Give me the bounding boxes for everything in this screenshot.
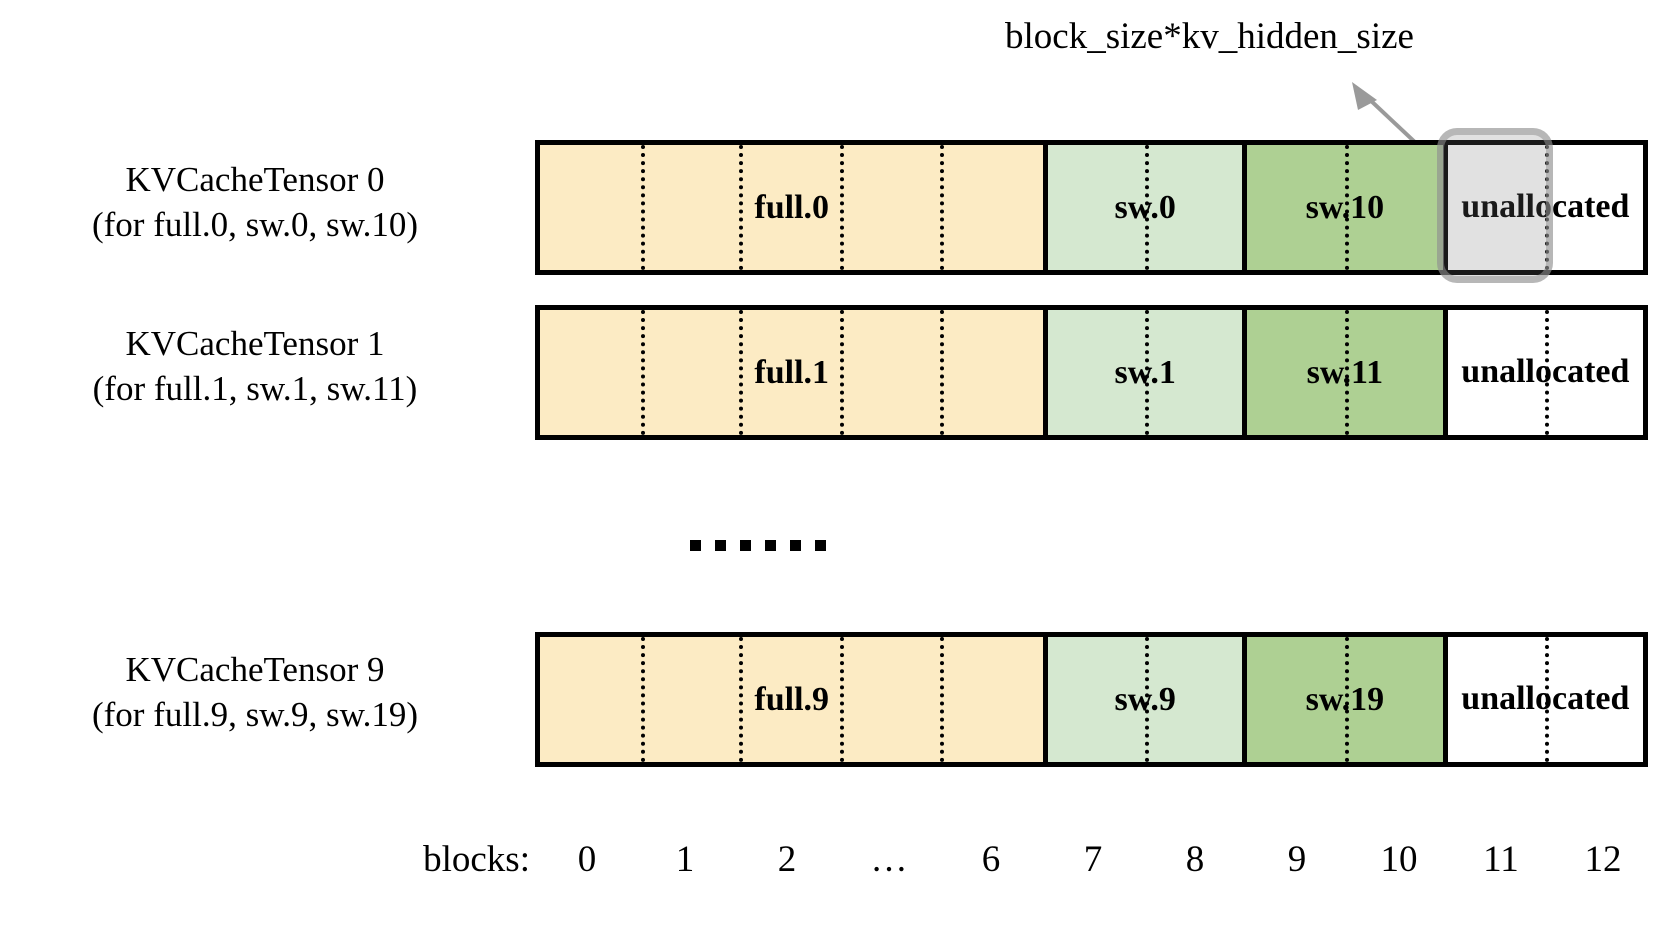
annotation-label: block_size*kv_hidden_size [1005,16,1414,57]
block-divider [640,637,645,762]
segment-sw-light-0-label: sw.0 [1114,188,1176,226]
axis-tick-8: 10 [1380,839,1418,880]
row-label-0-line2: (for full.0, sw.0, sw.10) [92,204,418,244]
axis-title: blocks: [423,839,530,880]
row-label-1-line1: KVCacheTensor 1 [125,324,385,363]
row-label-9-line2: (for full.9, sw.9, sw.19) [92,694,418,734]
block-divider [1344,145,1349,270]
segment-sw-dark-1[interactable]: sw.11 [1247,310,1448,435]
block-divider [839,145,844,270]
block-divider [940,145,945,270]
segment-unallocated-9[interactable]: unallocated [1447,637,1643,762]
axis-tick-10: 12 [1584,839,1622,880]
row-label-0-line1: KVCacheTensor 0 [125,160,385,199]
segment-full-0[interactable]: full.0 [540,145,1049,270]
block-divider [640,310,645,435]
segment-sw-dark-0[interactable]: sw.10 [1247,145,1448,270]
segment-sw-light-9-label: sw.9 [1114,680,1176,718]
block-divider [940,310,945,435]
segment-full-9-label: full.9 [754,680,830,718]
block-divider [640,145,645,270]
ellipsis-dot [815,540,826,551]
axis-tick-4: 6 [981,839,1001,880]
block-divider [1145,310,1150,435]
segment-full-1[interactable]: full.1 [540,310,1049,435]
block-divider [1344,637,1349,762]
kvcache-tensor-bar-1[interactable]: full.1 sw.1 sw.11 unallocated [535,305,1648,440]
row-label-9: KVCacheTensor 9 (for full.9, sw.9, sw.19… [20,648,490,738]
axis-tick-5: 7 [1083,839,1103,880]
block-divider [738,310,743,435]
segment-sw-light-1-label: sw.1 [1114,353,1176,391]
axis-tick-6: 8 [1185,839,1205,880]
axis-tick-0: 0 [577,839,597,880]
row-label-9-line1: KVCacheTensor 9 [125,650,385,689]
ellipsis-dot [790,540,801,551]
block-divider [738,145,743,270]
row-label-1-line2: (for full.1, sw.1, sw.11) [92,368,418,408]
segment-sw-light-9[interactable]: sw.9 [1048,637,1247,762]
segment-unallocated-1[interactable]: unallocated [1447,310,1643,435]
axis-tick-9: 11 [1483,839,1519,880]
kvcache-tensor-bar-0[interactable]: full.0 sw.0 sw.10 unallocated [535,140,1648,275]
row-label-0: KVCacheTensor 0 (for full.0, sw.0, sw.10… [20,158,490,248]
block-divider [1545,145,1550,270]
segment-full-9[interactable]: full.9 [540,637,1049,762]
block-divider [1545,310,1550,435]
block-divider [839,310,844,435]
block-divider [1145,145,1150,270]
ellipsis-dot [715,540,726,551]
segment-full-0-label: full.0 [754,188,830,226]
axis-tick-3: … [870,839,908,880]
kvcache-tensor-bar-9[interactable]: full.9 sw.9 sw.19 unallocated [535,632,1648,767]
vertical-ellipsis [690,540,826,551]
block-divider [1344,310,1349,435]
block-divider [1145,637,1150,762]
axis-tick-1: 1 [675,839,695,880]
segment-sw-dark-9[interactable]: sw.19 [1247,637,1448,762]
block-divider [738,637,743,762]
segment-full-1-label: full.1 [754,353,830,391]
block-divider [940,637,945,762]
segment-sw-light-1[interactable]: sw.1 [1048,310,1247,435]
blocks-axis: blocks: 0 1 2 … 6 7 8 9 10 11 12 [0,838,1676,898]
block-divider [839,637,844,762]
ellipsis-dot [740,540,751,551]
axis-tick-2: 2 [777,839,797,880]
axis-tick-7: 9 [1287,839,1307,880]
segment-unallocated-0[interactable]: unallocated [1447,145,1643,270]
block-divider [1545,637,1550,762]
row-label-1: KVCacheTensor 1 (for full.1, sw.1, sw.11… [20,322,490,412]
segment-sw-light-0[interactable]: sw.0 [1048,145,1247,270]
ellipsis-dot [690,540,701,551]
ellipsis-dot [765,540,776,551]
